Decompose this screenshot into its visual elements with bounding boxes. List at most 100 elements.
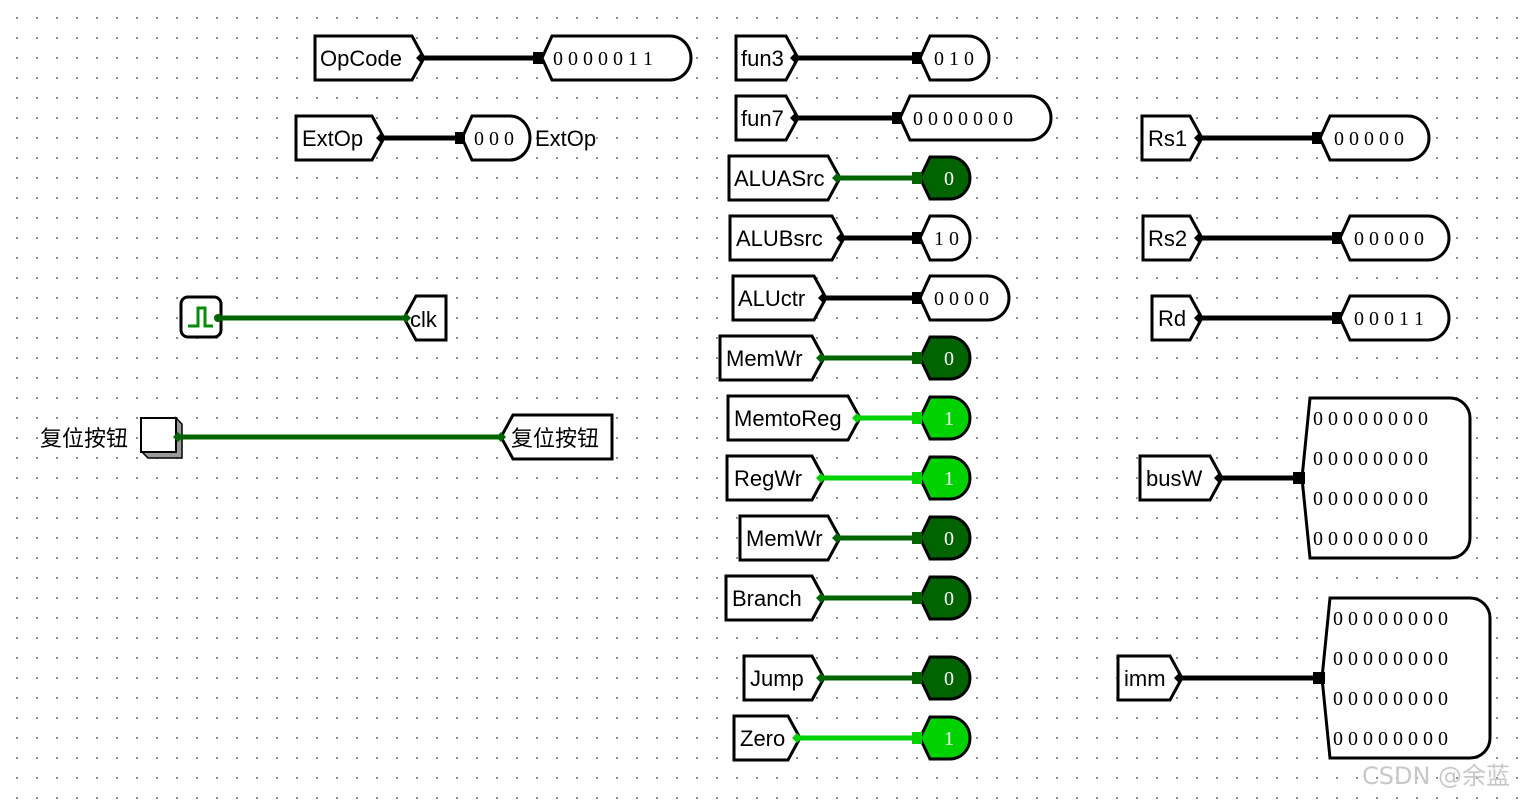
memwr1-led-pin <box>912 352 922 364</box>
aluctr-probe <box>918 274 1011 322</box>
extop-probe-label: ExtOp <box>535 126 596 151</box>
zero-port <box>792 733 802 743</box>
reset-button[interactable] <box>140 417 177 453</box>
jump-tunnel[interactable] <box>742 654 826 702</box>
memwr1-tunnel-label: MemWr <box>726 346 803 371</box>
rs1-tunnel[interactable] <box>1140 114 1204 162</box>
aluasrc-port <box>832 173 842 183</box>
rs1-probe-pin <box>1312 132 1322 144</box>
rs1-probe <box>1318 114 1431 162</box>
rs1-probe-value: 0 0 0 0 0 <box>1334 128 1404 150</box>
jump-led <box>918 655 972 701</box>
memtoreg-led-value: 1 <box>944 408 954 430</box>
rs2-tunnel[interactable] <box>1141 214 1204 262</box>
extop-row: ExtOp 0 0 0 ExtOp <box>294 114 596 162</box>
imm-probe-pin <box>1313 672 1325 684</box>
opcode-tunnel[interactable] <box>313 34 426 82</box>
clock-row: clk <box>179 294 448 342</box>
branch-tunnel[interactable] <box>724 574 826 622</box>
extop-tunnel-label: ExtOp <box>302 126 363 151</box>
imm-row: imm 0 0 0 0 0 0 0 0 0 0 0 0 0 0 0 0 0 0 … <box>1116 596 1492 760</box>
imm-tunnel[interactable] <box>1116 654 1184 702</box>
rs2-probe-value: 0 0 0 0 0 <box>1354 228 1424 250</box>
rs2-tunnel-label: Rs2 <box>1148 226 1187 251</box>
memwr1-led <box>918 335 972 381</box>
aluctr-tunnel[interactable] <box>731 274 828 322</box>
memtoreg-led-pin <box>912 412 922 424</box>
jump-row: Jump 0 <box>742 654 972 702</box>
memwr2-row: MemWr 0 <box>738 514 972 562</box>
zero-row: Zero 1 <box>732 714 972 762</box>
aluasrc-tunnel[interactable] <box>727 154 842 202</box>
busw-probe-pin <box>1293 472 1305 484</box>
memwr2-tunnel[interactable] <box>738 514 842 562</box>
fun7-tunnel[interactable] <box>734 94 800 142</box>
regwr-row: RegWr 1 <box>725 454 972 502</box>
memwr2-port <box>832 533 842 543</box>
clk-tunnel-label: clk <box>410 307 438 332</box>
fun7-port <box>790 113 800 123</box>
reset-tunnel[interactable] <box>499 413 614 461</box>
memtoreg-row: MemtoReg 1 <box>726 394 972 442</box>
rs2-row: Rs2 0 0 0 0 0 <box>1141 214 1451 262</box>
fun3-probe <box>918 34 991 82</box>
memwr1-tunnel[interactable] <box>718 334 826 382</box>
branch-port <box>816 593 826 603</box>
memwr1-row: MemWr 0 <box>718 334 972 382</box>
memtoreg-led <box>918 395 972 441</box>
rd-tunnel[interactable] <box>1150 294 1204 342</box>
aluctr-probe-value: 0 0 0 0 <box>934 288 989 310</box>
busw-tunnel-label: busW <box>1146 466 1202 491</box>
busw-probe <box>1300 396 1472 560</box>
zero-tunnel[interactable] <box>732 714 802 762</box>
clock-waveform <box>188 306 213 328</box>
branch-led-pin <box>912 592 922 604</box>
rs1-tunnel-label: Rs1 <box>1148 126 1187 151</box>
clk-tunnel-port <box>401 313 411 323</box>
jump-port <box>816 673 826 683</box>
fun7-probe-pin <box>892 112 902 124</box>
fun3-tunnel[interactable] <box>734 34 800 82</box>
clock-port <box>214 314 222 322</box>
rd-probe-value: 0 0 0 1 1 <box>1354 308 1424 330</box>
opcode-tunnel-label: OpCode <box>320 46 402 71</box>
opcode-probe-value: 0 0 0 0 0 1 1 <box>553 48 653 70</box>
zero-led <box>918 715 972 761</box>
memwr2-led-pin <box>912 532 922 544</box>
extop-tunnel[interactable] <box>294 114 386 162</box>
extop-probe-value: 0 0 0 <box>474 128 514 150</box>
rd-row: Rd 0 0 0 1 1 <box>1150 294 1451 342</box>
branch-led <box>918 575 972 621</box>
zero-tunnel-label: Zero <box>740 726 785 751</box>
rd-port <box>1194 313 1204 323</box>
busw-tunnel[interactable] <box>1138 454 1224 502</box>
fun7-row: fun7 0 0 0 0 0 0 0 <box>734 94 1053 142</box>
aluasrc-tunnel-label: ALUASrc <box>734 166 824 191</box>
jump-tunnel-label: Jump <box>750 666 804 691</box>
opcode-probe <box>540 34 693 82</box>
regwr-tunnel[interactable] <box>725 454 826 502</box>
rs1-port <box>1194 133 1204 143</box>
fun7-tunnel-label: fun7 <box>741 106 784 131</box>
busw-probe-row-2: 0 0 0 0 0 0 0 0 <box>1313 488 1428 510</box>
fun3-port <box>790 53 800 63</box>
rs2-probe-pin <box>1332 232 1342 244</box>
zero-led-pin <box>912 732 922 744</box>
regwr-port <box>816 473 826 483</box>
alubsrc-tunnel[interactable] <box>728 214 846 262</box>
opcode-probe-pin <box>533 52 543 64</box>
alubsrc-probe-value: 1 0 <box>934 228 959 250</box>
fun3-tunnel-label: fun3 <box>741 46 784 71</box>
alubsrc-probe <box>918 214 972 262</box>
opcode-row: OpCode 0 0 0 0 0 1 1 <box>313 34 693 82</box>
imm-port <box>1174 673 1184 683</box>
extop-probe-pin <box>455 132 465 144</box>
busw-probe-row-1: 0 0 0 0 0 0 0 0 <box>1313 448 1428 470</box>
busw-row: busW 0 0 0 0 0 0 0 0 0 0 0 0 0 0 0 0 0 0… <box>1138 396 1472 560</box>
memwr2-led <box>918 515 972 561</box>
memtoreg-tunnel[interactable] <box>726 394 862 442</box>
busw-port <box>1214 473 1224 483</box>
memwr2-tunnel-label: MemWr <box>746 526 823 551</box>
fun3-probe-pin <box>912 52 922 64</box>
